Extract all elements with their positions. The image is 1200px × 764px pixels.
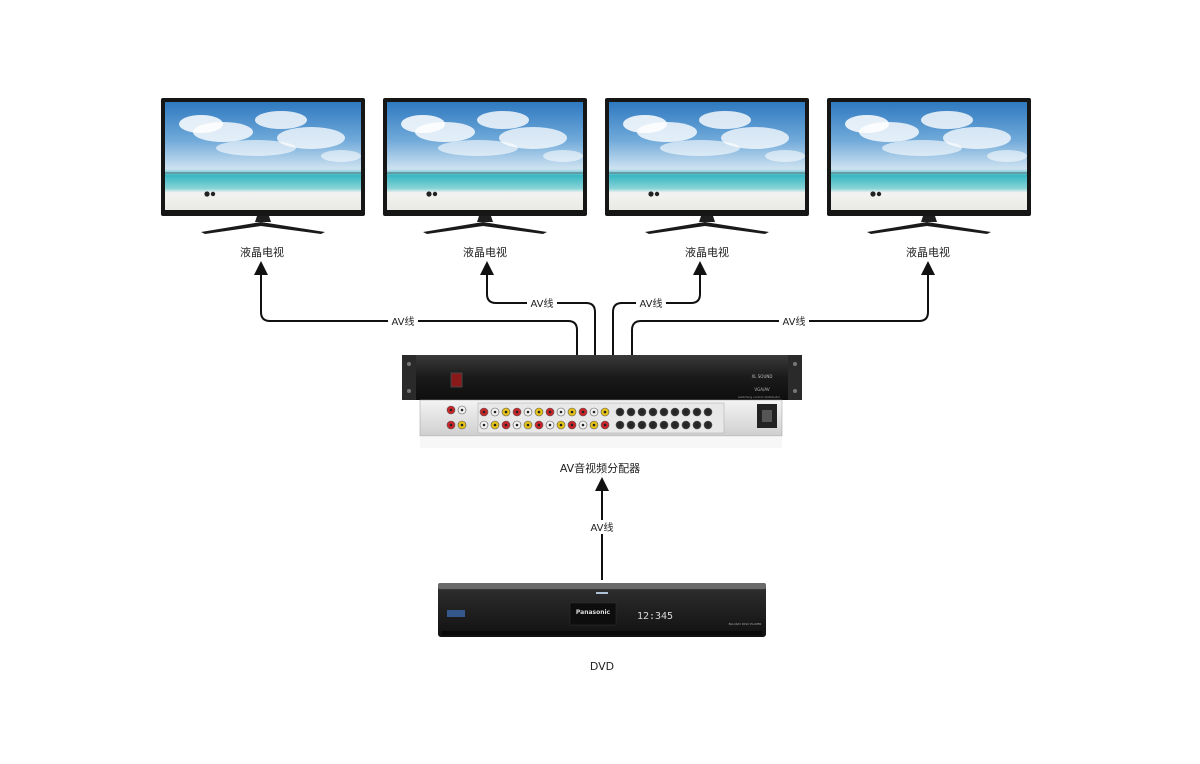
rca-port-pin <box>581 410 585 414</box>
dvd-label: DVD <box>590 660 614 673</box>
rca-port-pin <box>482 423 486 427</box>
rca-port-pin <box>559 423 563 427</box>
tv-1-cable-label: AV线 <box>391 315 414 328</box>
dvd-brand: Panasonic <box>576 609 611 616</box>
rca-port-pin <box>629 423 633 427</box>
rca-port-pin <box>618 410 622 414</box>
rca-port-pin <box>662 423 666 427</box>
rca-port-pin <box>537 423 541 427</box>
rca-port-pin <box>640 423 644 427</box>
rca-port-pin <box>493 410 497 414</box>
connector-tv-1 <box>254 261 578 355</box>
tv-3 <box>605 98 809 234</box>
tv-2 <box>383 98 587 234</box>
rca-port-pin <box>449 408 453 412</box>
rca-port-pin <box>548 410 552 414</box>
rca-port-pin <box>515 410 519 414</box>
av-splitter: XL SOUND VGA/AV switching control distri… <box>402 355 802 448</box>
splitter-model: VGA/AV <box>754 387 769 392</box>
rca-port-pin <box>449 423 453 427</box>
rca-port-pin <box>695 410 699 414</box>
rca-port-pin <box>493 423 497 427</box>
rca-port-pin <box>548 423 552 427</box>
rca-port-pin <box>482 410 486 414</box>
rca-port-pin <box>603 423 607 427</box>
dvd-model-text: BLU-RAY DISC PLAYER <box>729 622 762 626</box>
rca-port-pin <box>504 410 508 414</box>
rca-port-pin <box>640 410 644 414</box>
rca-port-pin <box>684 410 688 414</box>
power-switch <box>450 372 463 388</box>
dvd-cable-label: AV线 <box>590 521 613 534</box>
connector-tv-3 <box>612 261 707 355</box>
tv-1-label: 液晶电视 <box>240 245 284 259</box>
rca-port-pin <box>618 423 622 427</box>
connector-tv-2 <box>480 261 596 355</box>
rca-port-pin <box>570 410 574 414</box>
rca-port-pin <box>662 410 666 414</box>
rca-port-pin <box>504 423 508 427</box>
rca-port-pin <box>603 410 607 414</box>
rca-port-pin <box>684 423 688 427</box>
rca-port-pin <box>695 423 699 427</box>
splitter-brand: XL SOUND <box>752 374 773 379</box>
tv-3-cable-label: AV线 <box>639 297 662 310</box>
rca-port-pin <box>526 423 530 427</box>
rca-port-pin <box>706 410 710 414</box>
connector-tv-4 <box>631 261 935 355</box>
rca-port-pin <box>629 410 633 414</box>
rca-port-pin <box>706 423 710 427</box>
dvd-player: Panasonic 12:345 BLU-RAY DISC PLAYER <box>438 583 766 637</box>
tv-4-cable-label: AV线 <box>782 315 805 328</box>
rca-port-pin <box>651 423 655 427</box>
splitter-subtitle: switching control distributor <box>738 395 781 399</box>
rca-port-pin <box>673 410 677 414</box>
tv-1 <box>161 98 365 234</box>
rca-port-pin <box>570 423 574 427</box>
rca-port-pin <box>651 410 655 414</box>
rca-port-pin <box>515 423 519 427</box>
tv-3-label: 液晶电视 <box>685 245 729 259</box>
rca-port-pin <box>673 423 677 427</box>
tv-2-label: 液晶电视 <box>463 245 507 259</box>
rca-port-pin <box>526 410 530 414</box>
splitter-label: AV音视频分配器 <box>560 461 640 475</box>
rca-port-pin <box>460 423 464 427</box>
rca-port-pin <box>581 423 585 427</box>
bluray-logo-icon <box>447 610 465 617</box>
rca-port-pin <box>537 410 541 414</box>
rca-port-pin <box>559 410 563 414</box>
tv-4 <box>827 98 1031 234</box>
tv-2-cable-label: AV线 <box>530 297 553 310</box>
rca-port-pin <box>460 408 464 412</box>
rca-ports <box>446 405 713 430</box>
rca-port-pin <box>592 410 596 414</box>
rca-port-pin <box>592 423 596 427</box>
tv-4-label: 液晶电视 <box>906 245 950 259</box>
dvd-display: 12:345 <box>637 611 673 622</box>
